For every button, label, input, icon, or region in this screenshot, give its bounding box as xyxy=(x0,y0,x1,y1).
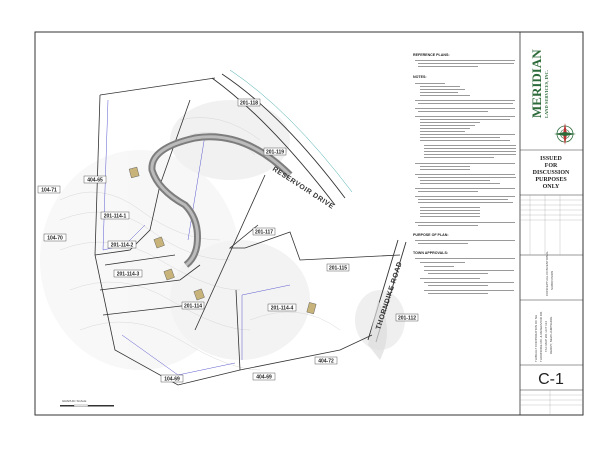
company-logo-text: MERIDIAN xyxy=(529,49,544,118)
graphic-scale: GRAPHIC SCALE xyxy=(60,399,114,407)
sheet-border xyxy=(34,31,584,416)
svg-text:TOWN APPROVALS:: TOWN APPROVALS: xyxy=(413,251,448,255)
parcel-201-114: 201-114 xyxy=(181,301,205,310)
parcel-labels: 201-118 201-119 201-117 404-65 104-71 10… xyxy=(37,98,419,383)
svg-text:DERRY, NEW HAMPSHIRE: DERRY, NEW HAMPSHIRE xyxy=(549,317,553,354)
svg-text:ONLY: ONLY xyxy=(543,184,560,190)
parcel-404-69: 404-69 xyxy=(252,372,276,381)
svg-text:THIBAULT CORPORATION OF NH: THIBAULT CORPORATION OF NH xyxy=(534,315,538,362)
svg-text:201-117: 201-117 xyxy=(255,230,273,236)
parcel-404-65: 404-65 xyxy=(83,175,107,184)
svg-text:TAX MAP 201 LOT 114: TAX MAP 201 LOT 114 xyxy=(544,321,548,352)
svg-text:201-115: 201-115 xyxy=(329,266,347,272)
driveway-centerline xyxy=(150,135,292,267)
parcel-104-69: 104-69 xyxy=(160,374,184,383)
parcel-104-71: 104-71 xyxy=(37,185,61,194)
parcel-201-118: 201-118 xyxy=(237,98,261,107)
svg-text:404-69: 404-69 xyxy=(256,375,272,381)
svg-text:201-112: 201-112 xyxy=(398,316,416,322)
parcel-201-112: 201-112 xyxy=(395,313,419,322)
parcel-404-72: 404-72 xyxy=(314,356,338,365)
svg-text:404-65: 404-65 xyxy=(87,178,103,184)
svg-text:CONCEPTUAL CONVENTIONAL: CONCEPTUAL CONVENTIONAL xyxy=(545,251,549,296)
property-lines xyxy=(94,77,401,386)
svg-text:THORNDIKE RD. & RESERVOIR DR.: THORNDIKE RD. & RESERVOIR DR. xyxy=(539,311,543,362)
svg-text:DISCUSSION: DISCUSSION xyxy=(533,170,570,176)
svg-text:GRAPHIC SCALE: GRAPHIC SCALE xyxy=(62,399,86,403)
svg-text:FOR: FOR xyxy=(545,163,558,169)
parcel-104-70: 104-70 xyxy=(43,233,67,242)
parcel-201-114-4: 201-114-4 xyxy=(267,303,297,312)
parcel-201-117: 201-117 xyxy=(252,227,276,236)
svg-text:PURPOSES: PURPOSES xyxy=(535,177,567,183)
thorndike-road xyxy=(367,239,407,360)
svg-text:201-114-3: 201-114-3 xyxy=(117,272,140,278)
plan-notes: REFERENCE PLANS: NOTES: PURPOSE OF PLAN:… xyxy=(413,53,516,294)
svg-text:201-114: 201-114 xyxy=(184,304,202,310)
svg-text:201-114-4: 201-114-4 xyxy=(271,306,294,312)
svg-text:104-69: 104-69 xyxy=(164,377,180,383)
svg-text:201-114-2: 201-114-2 xyxy=(111,243,134,249)
north-arrow-icon xyxy=(554,123,576,145)
svg-text:104-71: 104-71 xyxy=(41,188,57,194)
parcel-201-114-2: 201-114-2 xyxy=(107,240,137,249)
title-block: MERIDIAN LAND SERVICES, INC. ISSUED FOR … xyxy=(520,49,583,415)
svg-text:201-119: 201-119 xyxy=(266,150,284,156)
svg-text:SUBDIVISION: SUBDIVISION xyxy=(550,271,554,290)
proposed-houses xyxy=(128,166,317,315)
svg-text:104-70: 104-70 xyxy=(47,236,63,242)
plan-title: CONCEPTUAL CONVENTIONAL SUBDIVISION xyxy=(545,251,554,296)
company-sub-text: LAND SERVICES, INC. xyxy=(544,70,549,118)
issued-stamp: ISSUED FOR DISCUSSION PURPOSES ONLY xyxy=(533,156,570,190)
svg-text:404-72: 404-72 xyxy=(318,359,334,365)
svg-text:ISSUED: ISSUED xyxy=(540,156,562,162)
owner-info: THIBAULT CORPORATION OF NH THORNDIKE RD.… xyxy=(534,311,553,362)
parcel-201-115: 201-115 xyxy=(326,263,350,272)
sheet-number: C-1 xyxy=(538,371,564,388)
svg-text:PURPOSE OF PLAN:: PURPOSE OF PLAN: xyxy=(413,233,449,237)
parcel-201-114-3: 201-114-3 xyxy=(113,269,143,278)
parcel-201-114-1: 201-114-1 xyxy=(100,211,130,220)
svg-text:NOTES:: NOTES: xyxy=(413,75,427,79)
svg-text:REFERENCE PLANS:: REFERENCE PLANS: xyxy=(413,53,450,57)
svg-text:201-114-1: 201-114-1 xyxy=(104,214,127,220)
svg-text:201-118: 201-118 xyxy=(240,101,258,107)
reservoir-drive xyxy=(211,69,353,206)
parcel-201-119: 201-119 xyxy=(263,147,287,156)
